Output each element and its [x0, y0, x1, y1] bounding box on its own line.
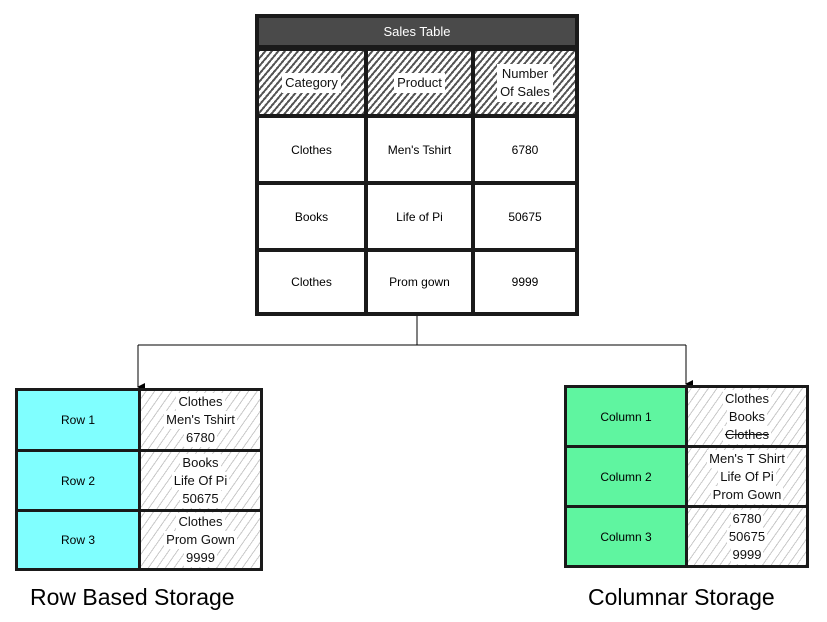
- row-2-value-3: 50675: [180, 489, 221, 508]
- column-1-label: Column 1: [567, 388, 685, 445]
- row-1-value-1: Clothes: [176, 393, 225, 411]
- row-3-value-3: 9999: [184, 549, 217, 567]
- row-3-values: Clothes Prom Gown 9999: [141, 512, 260, 568]
- column-1-value-3: Clothes: [722, 425, 772, 444]
- header-category: Category: [259, 51, 364, 114]
- row-2-label: Row 2: [18, 452, 138, 509]
- column-2-label: Column 2: [567, 448, 685, 505]
- table-cell: Prom gown: [368, 252, 471, 312]
- column-3-values: 6780 50675 9999: [688, 508, 806, 565]
- column-3-label: Column 3: [567, 508, 685, 565]
- table-cell: 50675: [475, 185, 575, 248]
- columnar-storage-caption: Columnar Storage: [588, 584, 775, 610]
- table-cell: 9999: [475, 252, 575, 312]
- column-2-value-3: Prom Gown: [710, 485, 784, 504]
- column-1-values: Clothes Books Clothes: [688, 388, 806, 445]
- column-3-value-2: 50675: [726, 527, 768, 546]
- row-3-label: Row 3: [18, 512, 138, 568]
- row-1-values: Clothes Men's Tshirt 6780: [141, 391, 260, 449]
- header-number-of-sales-label: Number Of Sales: [497, 63, 553, 102]
- row-3-value-1: Clothes: [176, 513, 225, 531]
- row-1-label: Row 1: [18, 391, 138, 449]
- sales-table-title: Sales Table: [259, 18, 575, 48]
- column-2-value-1: Men's T Shirt: [707, 449, 787, 468]
- header-number-of-sales-line-1: Number: [501, 65, 549, 81]
- sales-table: Sales Table Category Product Number Of S…: [255, 14, 579, 316]
- header-product-label: Product: [394, 72, 445, 93]
- row-3-value-2: Prom Gown: [164, 531, 237, 549]
- table-cell: Clothes: [259, 252, 364, 312]
- header-category-label: Category: [282, 72, 341, 93]
- column-1-value-1: Clothes: [722, 389, 772, 408]
- table-cell: Clothes: [259, 118, 364, 181]
- column-3-value-1: 6780: [730, 509, 764, 528]
- table-cell: Life of Pi: [368, 185, 471, 248]
- table-cell: Men's Tshirt: [368, 118, 471, 181]
- table-cell: 6780: [475, 118, 575, 181]
- row-2-value-2: Life Of Pi: [171, 471, 230, 490]
- header-number-of-sales: Number Of Sales: [475, 51, 575, 114]
- row-2-values: Books Life Of Pi 50675: [141, 452, 260, 509]
- row-1-value-2: Men's Tshirt: [164, 411, 237, 429]
- column-2-values: Men's T Shirt Life Of Pi Prom Gown: [688, 448, 806, 505]
- column-3-value-3: 9999: [730, 545, 764, 564]
- row-storage-caption: Row Based Storage: [30, 584, 235, 610]
- table-cell: Books: [259, 185, 364, 248]
- header-number-of-sales-line-2: Of Sales: [500, 83, 550, 99]
- row-1-value-3: 6780: [184, 429, 217, 447]
- column-2-value-2: Life Of Pi: [718, 467, 776, 486]
- column-1-value-2: Books: [726, 407, 768, 426]
- row-storage-panel: Row 1 Clothes Men's Tshirt 6780 Row 2 Bo…: [15, 388, 263, 571]
- header-product: Product: [368, 51, 471, 114]
- columnar-storage-panel: Column 1 Clothes Books Clothes Column 2 …: [564, 385, 809, 568]
- row-2-value-1: Books: [180, 453, 221, 472]
